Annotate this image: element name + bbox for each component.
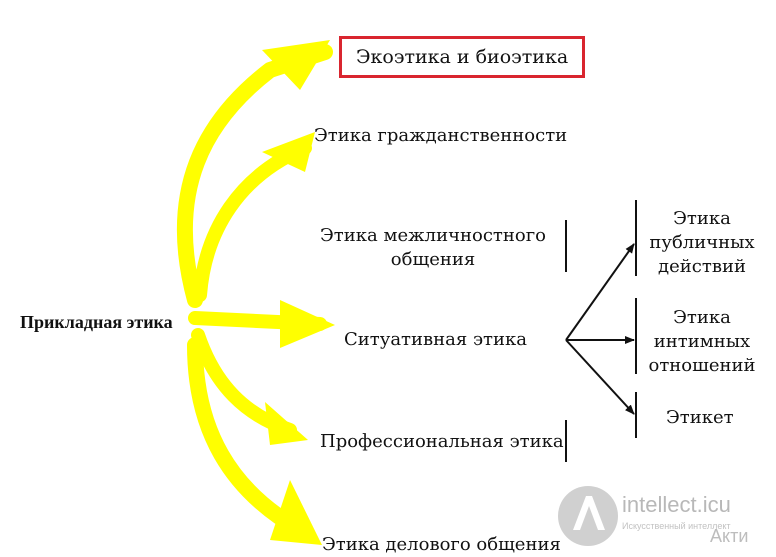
highlight-arrowhead-situational bbox=[280, 300, 335, 348]
highlight-arrowhead-professional bbox=[265, 402, 308, 445]
highlight-arrow-citizenship bbox=[193, 141, 312, 302]
highlight-arrow-business bbox=[187, 337, 308, 538]
arrow-to-public-actions bbox=[565, 243, 635, 341]
branch-business: Этика делового общения bbox=[322, 534, 561, 555]
highlight-arrowhead-business bbox=[270, 480, 322, 545]
sub-public-actions: Этика публичных действий bbox=[649, 208, 755, 277]
watermark-brand: intellect.icu bbox=[622, 492, 731, 517]
highlight-arrow-ecoethics bbox=[176, 44, 333, 308]
branch-situational: Ситуативная этика bbox=[344, 329, 527, 350]
sub-etiquette: Этикет bbox=[666, 407, 734, 428]
connector-lines bbox=[565, 200, 637, 462]
branch-ecoethics: Экоэтика и биоэтика bbox=[339, 36, 586, 78]
branch-interpersonal: Этика межличностного общения bbox=[320, 225, 546, 270]
highlight-arrows bbox=[176, 44, 333, 538]
arrow-to-etiquette bbox=[565, 339, 635, 415]
root-node: Прикладная этика bbox=[20, 312, 173, 332]
watermark-logo-glyph bbox=[573, 496, 605, 530]
watermark-logo-circle bbox=[558, 486, 618, 546]
branch-professional: Профессиональная этика bbox=[320, 431, 564, 452]
sub-intimate-relations: Этика интимных отношений bbox=[648, 307, 756, 376]
highlight-arrowhead-citizenship bbox=[262, 132, 315, 172]
watermark-logo bbox=[558, 486, 618, 546]
watermark-tagline: Искусственный интеллект bbox=[622, 521, 731, 531]
highlight-arrowheads bbox=[262, 40, 335, 545]
highlight-arrowhead-ecoethics bbox=[262, 40, 330, 90]
watermark-activation-fragment: Акти bbox=[710, 526, 749, 546]
branch-citizenship: Этика гражданственности bbox=[314, 125, 568, 146]
